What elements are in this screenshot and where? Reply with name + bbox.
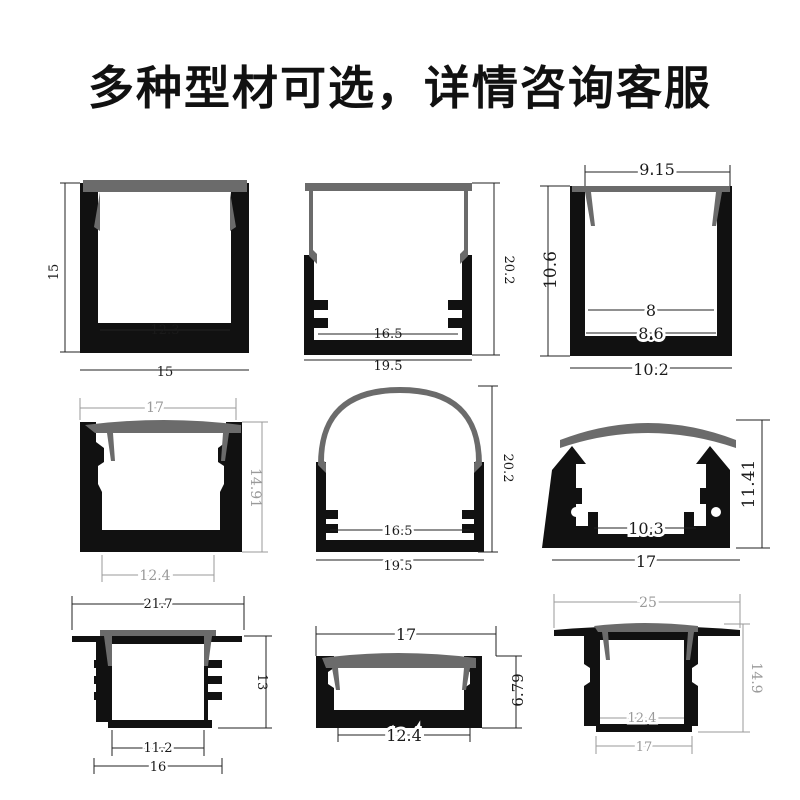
profile-6-width: 17 [636,552,656,571]
profile-7-height: 13 [254,674,269,691]
profile-9-inner: 12.4 [628,711,657,726]
profile-1-inner: 12.3 [151,323,180,338]
profile-5-cover [318,387,482,473]
profile-9-cover [594,623,698,660]
profile-6-inner: 10.3 [628,519,664,538]
profile-4-body [80,422,242,552]
profile-4: 17 14.91 12.4 [79,397,268,587]
profile-9-height: 14.9 [748,662,764,693]
profile-7: 21.7 13 11.2 16 [71,595,272,778]
profile-2-width: 19.5 [374,359,403,374]
profile-3-height: 10.6 [541,251,561,289]
profile-5-inner: 16.5 [384,524,413,539]
profile-6: 11.41 10.3 17 [542,419,770,574]
profile-5-height: 20.2 [500,454,515,483]
profile-1-cover [83,180,247,192]
profile-8-top: 17 [396,625,416,644]
page-title: 多种型材可选，详情咨询客服 [88,61,712,115]
profile-2-cover [305,183,472,264]
profile-5-body [316,462,484,552]
profile-6-body [542,446,730,548]
profile-9-width: 17 [636,740,653,755]
profile-3-cover [572,186,730,226]
profile-9: 25 14.9 12.4 17 [553,592,764,758]
profile-7-inner: 11.2 [144,741,173,756]
profile-2-inner: 16.5 [374,327,403,342]
profile-2-body [304,255,472,355]
profile-5-width: 19.5 [384,559,413,574]
profile-4-cover [85,420,241,461]
profile-5: 20.2 16.5 19.5 [316,385,515,577]
profile-7-width: 16 [150,760,167,775]
profile-8-body [316,656,482,728]
profile-4-top: 17 [146,400,164,416]
profile-1-width: 15 [157,365,174,380]
profile-7-top: 21.7 [144,597,173,612]
profile-4-height: 14.91 [247,468,263,508]
profile-4-inner: 12.4 [139,568,170,584]
profile-1: 15 12.3 15 [47,180,249,380]
profile-8-cover [322,653,476,690]
profile-8: 17 6.79 12.4 [315,622,527,748]
profile-9-top: 25 [639,595,657,611]
profile-7-cover [100,630,216,666]
profile-3-body [570,186,732,356]
profile-2: 20.2 16.5 19.5 [304,182,516,374]
profile-1-height: 15 [47,264,62,281]
profile-3-inner: 8.6 [638,324,663,343]
profile-2-height: 20.2 [501,256,516,285]
profile-8-inner: 12.4 [386,726,422,745]
profile-3: 9.15 10.6 8 8.6 10.2 [540,157,732,382]
profile-6-height: 11.41 [739,460,759,509]
profile-3-width: 10.2 [633,360,669,379]
profile-3-mid: 8 [646,301,656,320]
profile-3-top: 9.15 [639,160,675,179]
profile-8-height: 6.79 [509,673,527,706]
profile-6-cover [560,423,736,448]
